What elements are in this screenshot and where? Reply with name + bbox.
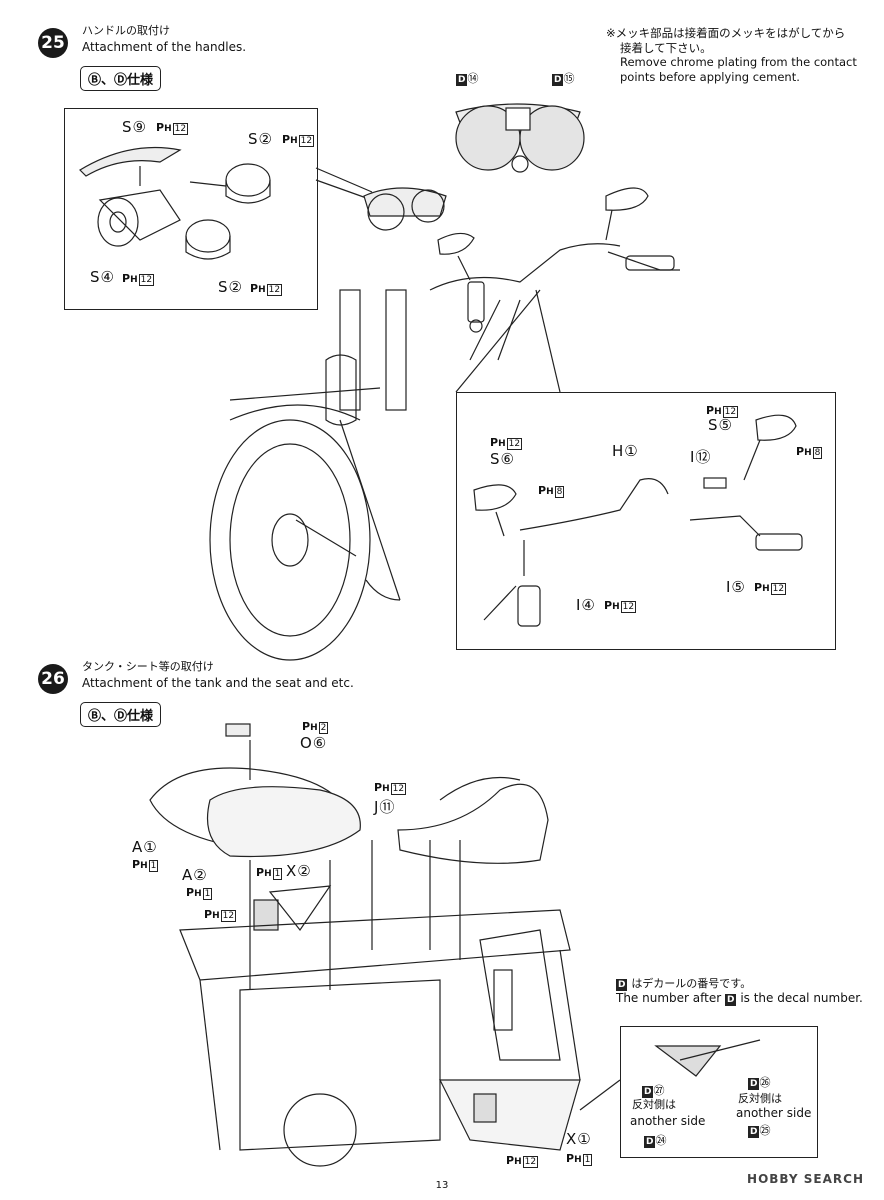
part-a2-label: A② [182,866,208,884]
meter-inset-box [64,108,318,310]
part-x1-label: X① [566,1130,592,1148]
decal-note: D はデカールの番号です。 The number after D is the … [616,977,863,1006]
part-o6-label: O⑥ [300,734,328,752]
step-26-spec-badge: Ⓑ、Ⓓ仕様 [80,702,162,727]
step-26-title-en: Attachment of the tank and the seat and … [82,676,354,690]
side-cover-inset-art [579,1039,761,1111]
other-side-en-left: another side [630,1114,706,1128]
meter-illustration [455,103,585,173]
part-s9-label: S⑨ [122,118,147,136]
other-side-jp-left: 反対側は [632,1098,676,1111]
other-side-en-right: another side [736,1106,812,1120]
step-25-number: 25 [38,28,68,58]
part-s4-label: S④ [90,268,115,286]
part-i12-label: I⑫ [690,448,712,466]
part-s6-label: S⑥ [490,450,515,468]
inset1-parts [79,146,271,260]
part-x2-label: X② [286,862,312,880]
frame-and-engine [179,840,581,1167]
step-25-title-en: Attachment of the handles. [82,40,247,54]
part-s2-label-a: S② [248,130,273,148]
watermark-text: HOBBY SEARCH [747,1172,864,1186]
side-cover-inset-box [620,1026,818,1158]
part-s5-label: S⑤ [708,416,733,434]
handle-inset-box [456,392,836,650]
tank-and-seat [149,723,549,864]
step-26-number: 26 [38,664,68,694]
page-number: 13 [435,1180,449,1191]
step-25-spec-badge: Ⓑ、Ⓓ仕様 [80,66,162,91]
part-i5-label: I⑤ [726,578,746,596]
step-25-title-jp: ハンドルの取付け [82,24,170,37]
handlebar-top [429,187,680,361]
part-i4-label: I④ [576,596,596,614]
other-side-jp-right: 反対側は [738,1092,782,1105]
part-h1-label: H① [612,442,639,460]
part-j11-label: J⑪ [374,798,396,816]
front-fork-and-wheel [209,187,447,661]
part-s2-label-b: S② [218,278,243,296]
inset2-parts [473,414,803,627]
chrome-note: ※メッキ部品は接着面のメッキをはがしてから 接着して下さい。 Remove ch… [606,26,857,84]
part-a1-label: A① [132,838,158,856]
step-26-title-jp: タンク・シート等の取付け [82,660,214,673]
